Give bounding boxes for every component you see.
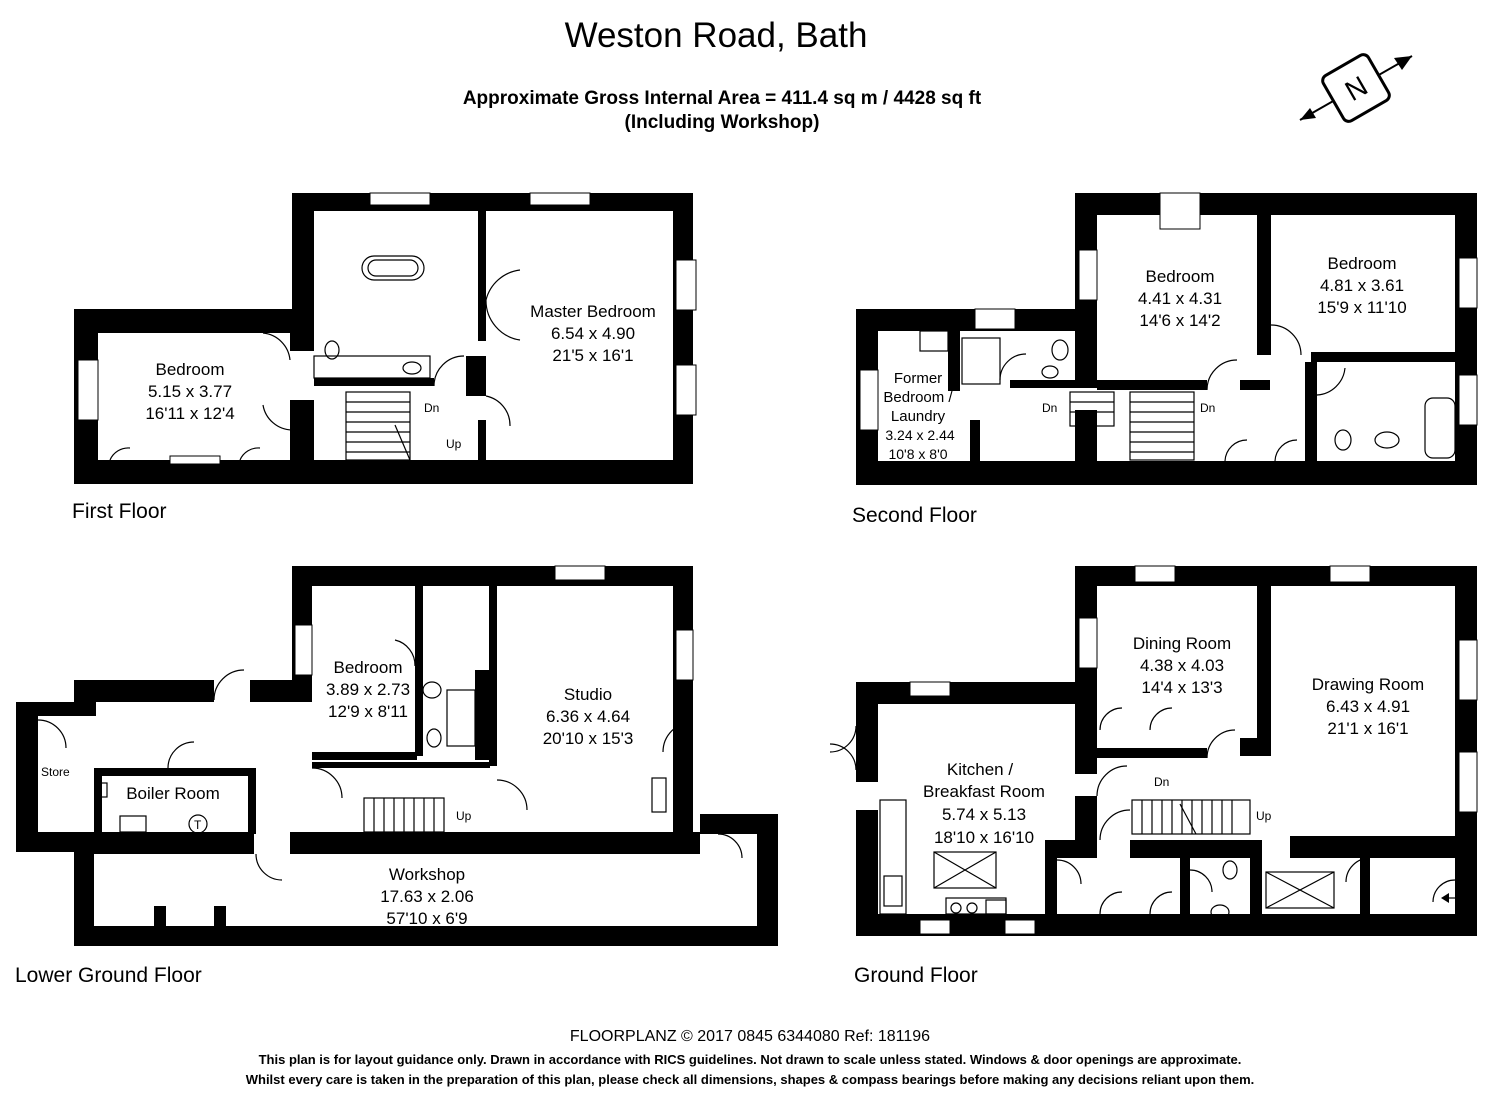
room-name: Drawing Room — [1312, 675, 1424, 694]
room-name: Bedroom — [334, 658, 403, 677]
north-compass-icon: N — [1299, 53, 1413, 123]
room-name: Bedroom — [1146, 267, 1215, 286]
room-imperial: 14'4 x 13'3 — [1141, 678, 1222, 697]
plan-title: Weston Road, Bath — [564, 16, 868, 55]
stairs-up-label: Up — [446, 437, 462, 451]
room-name-line: Breakfast Room — [923, 782, 1045, 801]
stairs-lower-ground — [363, 797, 445, 833]
room-metric: 6.43 x 4.91 — [1326, 697, 1410, 716]
room-imperial: 18'10 x 16'10 — [934, 828, 1034, 847]
room-name: Bedroom — [156, 360, 225, 379]
floor-label-ground: Ground Floor — [854, 964, 978, 987]
room-imperial: 57'10 x 6'9 — [386, 909, 467, 928]
room-name: Bedroom — [1328, 254, 1397, 273]
room-imperial: 15'9 x 11'10 — [1317, 298, 1406, 317]
room-metric: 4.81 x 3.61 — [1320, 276, 1404, 295]
second-floor-plan: Dn Dn Bedroom 4.41 x 4.31 14'6 x 14'2 Be… — [856, 192, 1478, 485]
room-metric: 6.54 x 4.90 — [551, 324, 635, 343]
room-metric: 4.41 x 4.31 — [1138, 289, 1222, 308]
room-name-line: Bedroom / — [883, 389, 953, 406]
room-name: Boiler Room — [126, 784, 220, 803]
area-line-2: (Including Workshop) — [624, 112, 820, 133]
room-name: Master Bedroom — [530, 302, 656, 321]
room-metric: 3.89 x 2.73 — [326, 680, 410, 699]
stairs-down-label: Dn — [424, 401, 439, 415]
room-name-line: Former — [894, 370, 942, 387]
floor-label-second: Second Floor — [852, 504, 977, 527]
room-imperial: 21'5 x 16'1 — [552, 346, 633, 365]
room-imperial: 10'8 x 8'0 — [888, 446, 947, 462]
entrance-label: IN — [1462, 893, 1473, 905]
stairs-down-label: Dn — [1154, 775, 1169, 789]
room-imperial: 14'6 x 14'2 — [1139, 311, 1220, 330]
footer-reference: FLOORPLANZ © 2017 0845 6344080 Ref: 1811… — [569, 1028, 931, 1045]
footer-disclaimer-2: Whilst every care is taken in the prepar… — [245, 1072, 1255, 1087]
boiler-symbol: T — [194, 818, 202, 832]
entrance-arrow-icon: IN — [1441, 893, 1473, 905]
room-metric: 5.74 x 5.13 — [942, 805, 1026, 824]
footer-disclaimer-1: This plan is for layout guidance only. D… — [258, 1052, 1242, 1067]
room-name: Workshop — [389, 865, 465, 884]
room-name: Dining Room — [1133, 634, 1231, 653]
stairs-first-floor — [345, 391, 411, 461]
room-imperial: 20'10 x 15'3 — [543, 729, 634, 748]
lower-ground-floor-plan: T Up Bedroom 3.89 x 2.73 12'9 x 8'11 Stu… — [16, 565, 778, 946]
stairs-up-label: Up — [456, 809, 472, 823]
stairs-ground-floor — [1131, 799, 1251, 835]
room-metric: 6.36 x 4.64 — [546, 707, 630, 726]
stairs-down-label: Dn — [1042, 401, 1057, 415]
area-summary: Approximate Gross Internal Area = 411.4 … — [0, 87, 1444, 135]
room-name-line: Laundry — [891, 408, 946, 425]
first-floor-plan: Dn Up Bedroom 5.15 x 3.77 16'11 x 12'4 M… — [74, 192, 697, 484]
room-name: Store — [41, 765, 70, 779]
room-metric: 17.63 x 2.06 — [380, 887, 474, 906]
ground-floor-plan: Dn Up IN Dining Room 4.38 x 4.03 14'4 x … — [829, 565, 1478, 936]
room-name: Studio — [564, 685, 612, 704]
area-line-1: Approximate Gross Internal Area = 411.4 … — [462, 88, 982, 109]
floor-label-lower-ground: Lower Ground Floor — [15, 964, 202, 987]
room-name-line: Kitchen / — [947, 760, 1013, 779]
room-imperial: 12'9 x 8'11 — [328, 702, 408, 721]
stairs-up-label: Up — [1256, 809, 1272, 823]
stairs-down-label: Dn — [1200, 401, 1215, 415]
stairs-second-floor — [1069, 391, 1195, 461]
room-imperial: 21'1 x 16'1 — [1327, 719, 1408, 738]
room-imperial: 16'11 x 12'4 — [145, 404, 234, 423]
room-metric: 4.38 x 4.03 — [1140, 656, 1224, 675]
room-metric: 5.15 x 3.77 — [148, 382, 232, 401]
floor-label-first: First Floor — [72, 500, 167, 523]
room-metric: 3.24 x 2.44 — [885, 427, 954, 443]
